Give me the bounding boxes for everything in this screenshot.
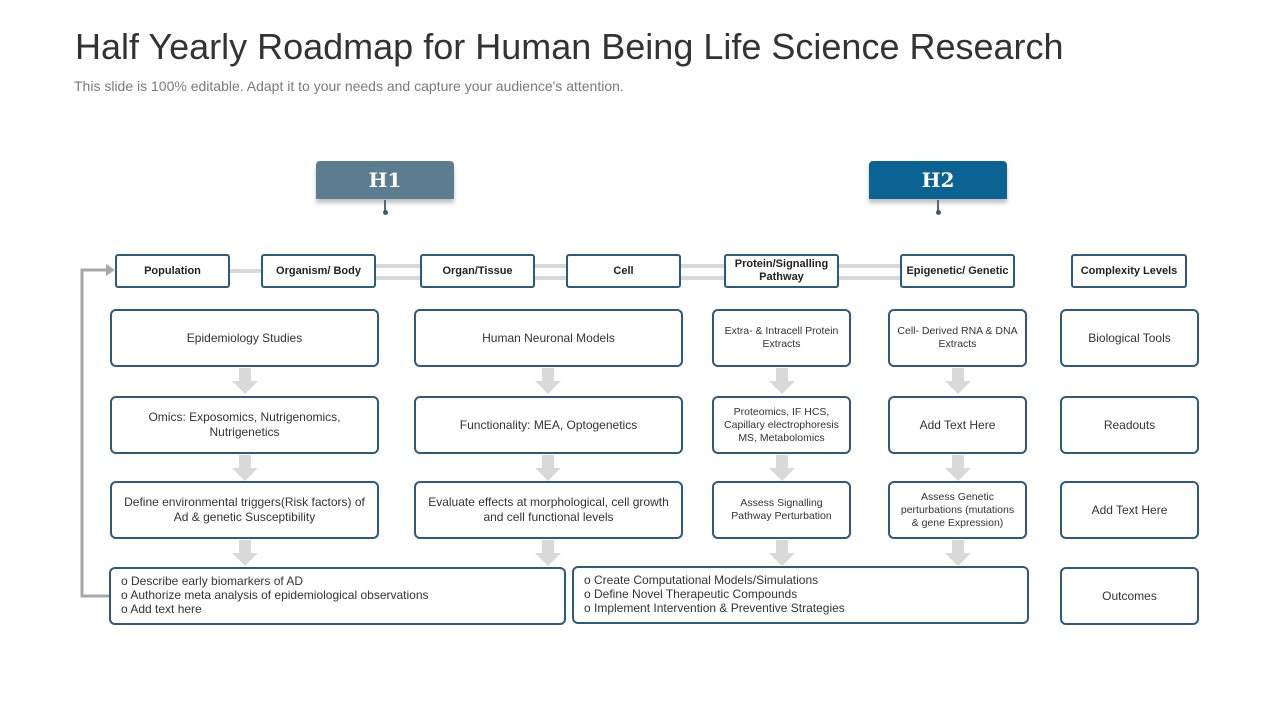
col2-row2-box: Functionality: MEA, Optogenetics: [414, 396, 683, 454]
level-complexity: Complexity Levels: [1071, 254, 1187, 288]
col4-row2-box: Add Text Here: [888, 396, 1027, 454]
col1-row1-box: Epidemiology Studies: [110, 309, 379, 367]
level-connector: [534, 264, 567, 268]
down-arrow-icon: [945, 540, 971, 566]
level-connector: [680, 264, 725, 268]
col5-outcomes: Outcomes: [1060, 567, 1199, 625]
col5-readouts: Readouts: [1060, 396, 1199, 454]
down-arrow-icon: [769, 540, 795, 566]
down-arrow-icon: [769, 455, 795, 481]
outcomes-right-box: o Create Computational Models/Simulation…: [572, 566, 1029, 624]
level-connector: [375, 276, 421, 280]
down-arrow-icon: [945, 368, 971, 394]
down-arrow-icon: [535, 368, 561, 394]
down-arrow-icon: [232, 540, 258, 566]
phase-h2-badge: H2: [869, 161, 1007, 199]
col2-row1-box: Human Neuronal Models: [414, 309, 683, 367]
down-arrow-icon: [535, 540, 561, 566]
phase-h1-dot: [382, 210, 388, 215]
col4-row1-box: Cell- Derived RNA & DNA Extracts: [888, 309, 1027, 367]
phase-h2-dot: [935, 210, 941, 215]
level-connector: [375, 264, 421, 268]
down-arrow-icon: [232, 368, 258, 394]
phase-h1-badge: H1: [316, 161, 454, 199]
outcome-left-item: o Add text here: [121, 602, 202, 616]
col3-row2-box: Proteomics, IF HCS, Capillary electropho…: [712, 396, 851, 454]
phase-h2-connector: [937, 200, 939, 212]
col4-row3-box: Assess Genetic perturbations (mutations …: [888, 481, 1027, 539]
col5-add-text: Add Text Here: [1060, 481, 1199, 539]
outcome-right-item: o Define Novel Therapeutic Compounds: [584, 587, 798, 601]
outcome-left-item: o Describe early biomarkers of AD: [121, 574, 304, 588]
level-connector: [838, 276, 901, 280]
level-connector: [838, 264, 901, 268]
level-connector: [534, 276, 567, 280]
level-epigenetic: Epigenetic/ Genetic: [900, 254, 1015, 288]
col1-row2-box: Omics: Exposomics, Nutrigenomics, Nutrig…: [110, 396, 379, 454]
page-subtitle: This slide is 100% editable. Adapt it to…: [74, 78, 624, 94]
level-connector: [229, 269, 262, 273]
level-organ: Organ/Tissue: [420, 254, 535, 288]
level-organism: Organism/ Body: [261, 254, 376, 288]
down-arrow-icon: [535, 455, 561, 481]
col5-biological-tools: Biological Tools: [1060, 309, 1199, 367]
level-connector: [680, 276, 725, 280]
col1-row3-box: Define environmental triggers(Risk facto…: [110, 481, 379, 539]
down-arrow-icon: [769, 368, 795, 394]
page-title: Half Yearly Roadmap for Human Being Life…: [75, 26, 1064, 67]
feedback-loop-arrow: [80, 264, 115, 598]
level-protein: Protein/Signalling Pathway: [724, 254, 839, 288]
level-population: Population: [115, 254, 230, 288]
level-cell: Cell: [566, 254, 681, 288]
down-arrow-icon: [232, 455, 258, 481]
down-arrow-icon: [945, 455, 971, 481]
col2-row3-box: Evaluate effects at morphological, cell …: [414, 481, 683, 539]
outcome-left-item: o Authorize meta analysis of epidemiolog…: [121, 588, 429, 602]
outcome-right-item: o Implement Intervention & Preventive St…: [584, 601, 845, 615]
col3-row3-box: Assess Signalling Pathway Perturbation: [712, 481, 851, 539]
phase-h1-connector: [384, 200, 386, 212]
col3-row1-box: Extra- & Intracell Protein Extracts: [712, 309, 851, 367]
outcome-right-item: o Create Computational Models/Simulation…: [584, 573, 819, 587]
outcomes-left-box: o Describe early biomarkers of AD o Auth…: [109, 567, 566, 625]
